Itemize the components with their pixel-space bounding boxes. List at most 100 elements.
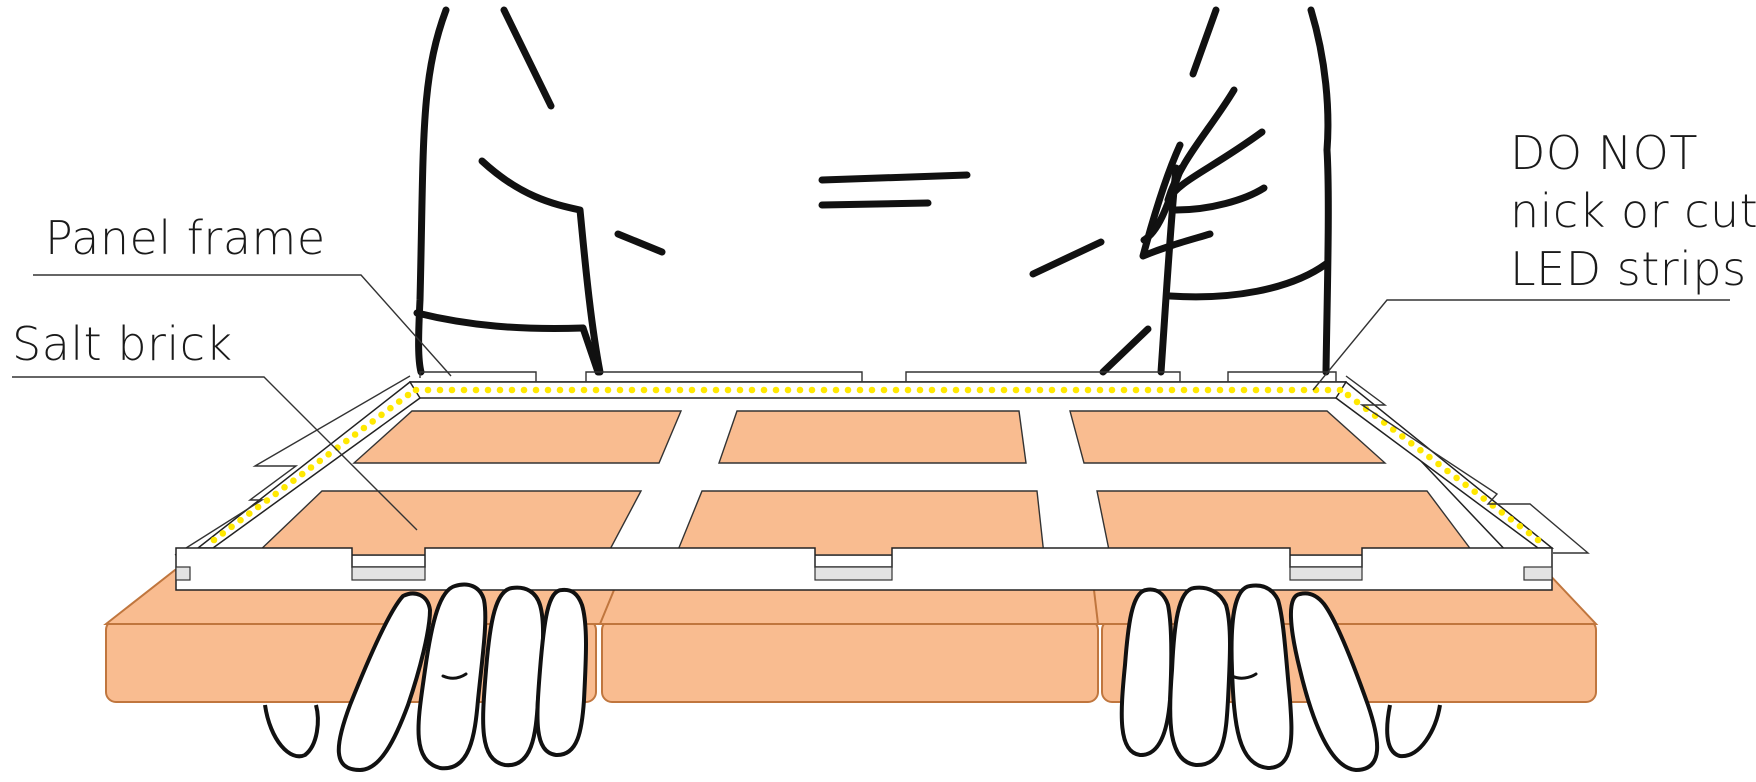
led-dot [1133,387,1140,394]
led-dot [869,387,876,394]
led-dot [773,387,780,394]
led-dot [449,387,456,394]
salt-tile [719,411,1026,463]
led-dot [220,530,227,537]
led-dot [425,387,432,394]
salt-tile [255,491,641,555]
led-dot [641,387,648,394]
led-dot [569,387,576,394]
led-dot [557,387,564,394]
led-warning-line: DO NOT [1510,124,1756,182]
led-dot [749,387,756,394]
led-dot [1265,387,1272,394]
led-dot [228,524,235,531]
led-dot [378,412,385,419]
led-dot [581,387,588,394]
led-dot [1073,387,1080,394]
led-dot [1354,399,1361,406]
led-dot [1253,387,1260,394]
led-dot [593,387,600,394]
led-dot [1337,387,1344,394]
led-dot [1085,387,1092,394]
led-dot [246,510,253,517]
led-dot [809,387,816,394]
salt-tile [676,491,1044,555]
led-dot [1001,387,1008,394]
led-dot [1013,387,1020,394]
led-dot [785,387,792,394]
led-dot [1049,387,1056,394]
led-dot [905,387,912,394]
led-dot [1499,509,1506,516]
led-dot [1205,387,1212,394]
led-dot [387,405,394,412]
led-dot [1399,433,1406,440]
led-dot [1025,387,1032,394]
led-dot [1193,387,1200,394]
led-dot [725,387,732,394]
led-dot [881,387,888,394]
salt-brick-label: Salt brick [12,316,233,372]
led-dot [1289,387,1296,394]
led-dot [617,387,624,394]
led-dot [701,387,708,394]
led-dot [1109,387,1116,394]
led-dot [1217,387,1224,394]
led-dot [1169,387,1176,394]
led-dot [533,387,540,394]
led-dot [437,387,444,394]
led-dot [1345,392,1352,399]
led-dot [737,387,744,394]
led-dot [352,431,359,438]
led-warning-line: nick or cut [1510,182,1756,240]
led-dot [1526,530,1533,537]
led-dot [965,387,972,394]
led-dot [1061,387,1068,394]
led-dot [1453,475,1460,482]
led-dot [1490,502,1497,509]
led-dot [665,387,672,394]
led-dot [929,387,936,394]
led-dot [1037,387,1044,394]
led-dot [1480,495,1487,502]
led-dot [1471,488,1478,495]
led-dot [977,387,984,394]
led-dot [1145,387,1152,394]
led-dot [413,387,420,394]
leader-led-strips [1313,300,1730,390]
led-dot [761,387,768,394]
led-dot [290,477,297,484]
led-dot [1097,387,1104,394]
led-dot [857,387,864,394]
led-dot [941,387,948,394]
arms-and-body-outline [417,10,1328,372]
led-dot [1181,387,1188,394]
led-dot [605,387,612,394]
led-dot [325,451,332,458]
led-dot [521,387,528,394]
led-dot [1535,537,1542,544]
led-dot [833,387,840,394]
led-dot [1462,482,1469,489]
led-dot [989,387,996,394]
led-dot [1241,387,1248,394]
led-dot [211,537,218,544]
led-dot [369,418,376,425]
led-dot [893,387,900,394]
led-dot [405,392,412,399]
led-warning-label: DO NOT nick or cut LED strips [1510,124,1756,298]
led-dot [361,425,368,432]
led-dot [1121,387,1128,394]
led-dot [317,458,324,465]
led-dot [308,464,315,471]
led-dot [1277,387,1284,394]
led-dot [1444,468,1451,475]
led-dot [485,387,492,394]
led-dot [264,497,271,504]
panel-frame-label: Panel frame [45,210,326,266]
led-dot [1435,461,1442,468]
led-dot [237,517,244,524]
led-dot [272,491,279,498]
led-dot [1325,387,1332,394]
led-dot [629,387,636,394]
